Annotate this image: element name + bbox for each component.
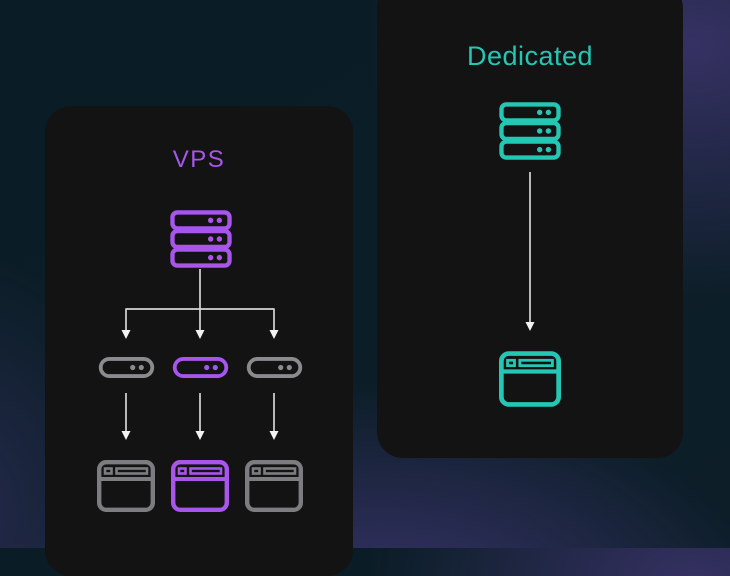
vps-instance-icon (98, 357, 155, 378)
vps-instance-icon-highlighted (172, 357, 229, 378)
browser-window-icon (97, 460, 155, 512)
dedicated-arrow (525, 172, 535, 331)
browser-window-icon-highlighted (171, 460, 229, 512)
browser-window-icon-highlighted (499, 351, 561, 407)
vps-card: VPS (45, 106, 353, 576)
vps-title: VPS (172, 146, 226, 173)
vps-branch-arrows (121, 269, 279, 440)
browser-window-icon (245, 460, 303, 512)
dedicated-card: Dedicated (377, 0, 683, 458)
dedicated-title: Dedicated (466, 41, 594, 71)
vps-instance-icon (246, 357, 303, 378)
